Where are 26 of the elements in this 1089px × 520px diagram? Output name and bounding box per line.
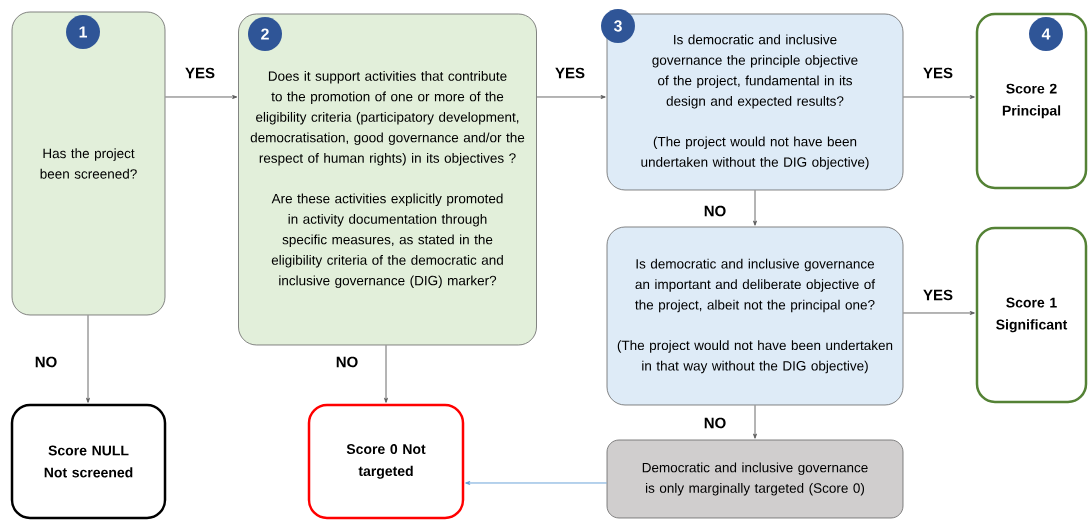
number-badge: 3 (601, 9, 635, 43)
arrow (384, 344, 388, 403)
arrow (536, 95, 606, 99)
arrow (753, 189, 757, 226)
score-box: Score 1 Significant (975, 226, 1088, 404)
arrow (753, 404, 757, 439)
number-badge: 2 (248, 17, 282, 51)
arrow (902, 311, 975, 315)
arrow (465, 481, 608, 485)
arrow (902, 95, 975, 99)
number-badge: 1 (66, 15, 100, 49)
edge-label: YES (923, 289, 953, 301)
edge-label: YES (185, 67, 215, 79)
score-box: Score NULL Not screened (10, 403, 167, 520)
edge-label: YES (923, 67, 953, 79)
arrow (86, 314, 90, 403)
number-badge: 4 (1029, 17, 1063, 51)
edge-label: YES (555, 67, 585, 79)
arrow (164, 95, 238, 99)
edge-label: NO (704, 205, 726, 217)
question-box: Is democratic and inclusive governance an important and deliberate objective of the project, albeit not the principal one? (The project would not have been undertaken in that way without the DIG objective) (606, 226, 904, 406)
score-box: Score 0 Not targeted (307, 403, 465, 520)
outcome-box: Democratic and inclusive governance is only marginally targeted (Score 0) (606, 439, 904, 519)
edge-label: NO (704, 417, 726, 429)
edge-label: NO (35, 356, 57, 368)
edge-label: NO (336, 356, 358, 368)
